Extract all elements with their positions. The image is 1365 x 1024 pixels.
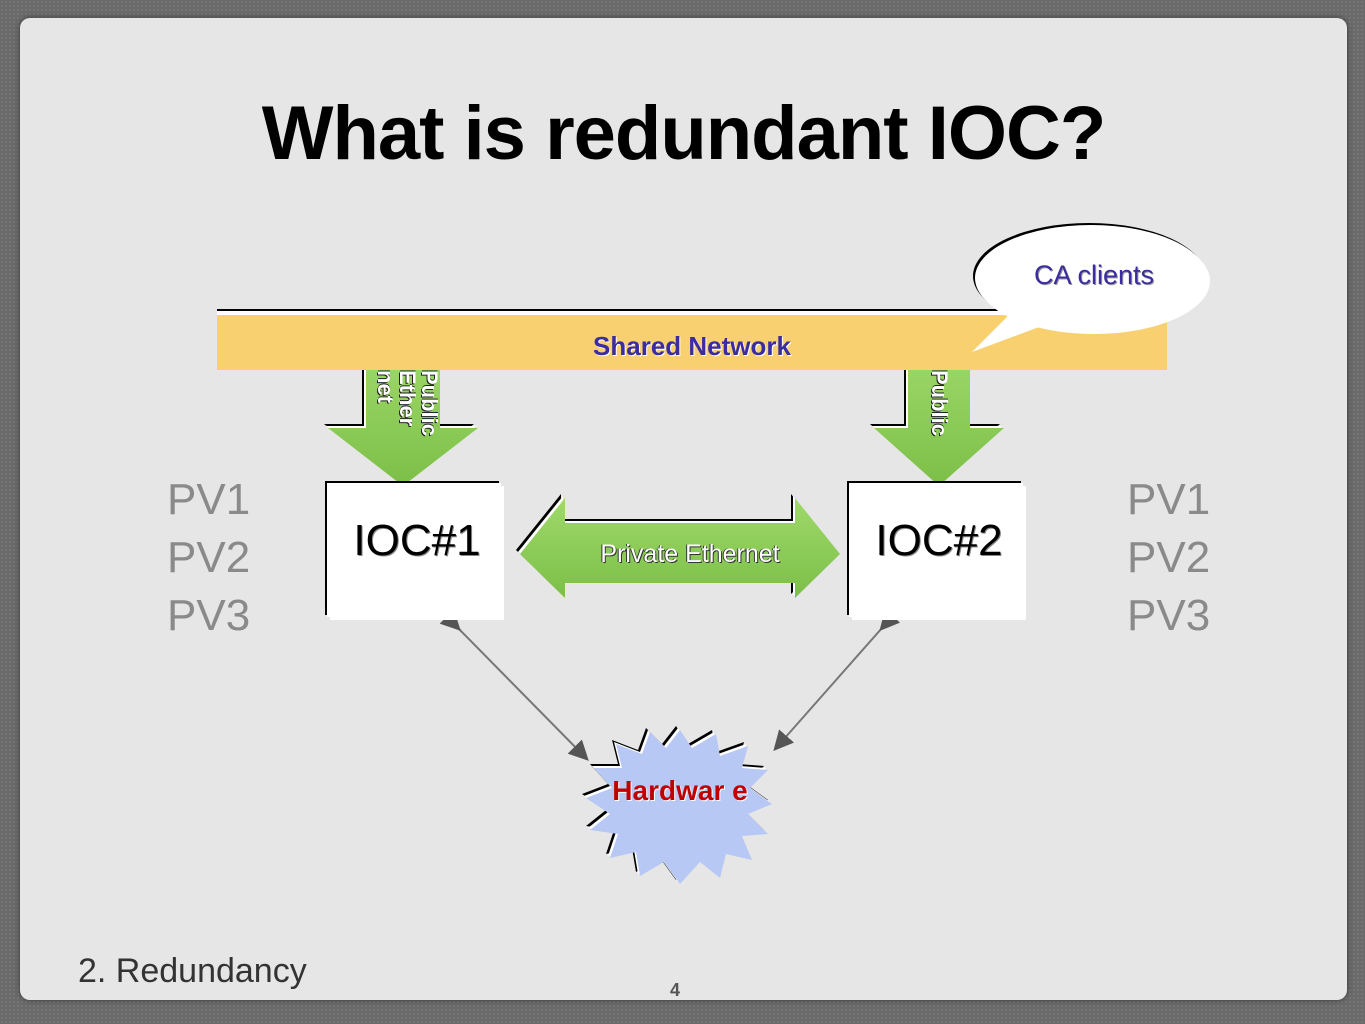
left-pv-3: PV3 — [167, 591, 251, 640]
shared-network-label: Shared Network — [593, 331, 791, 361]
public-ethernet-label-left: Public Ether net — [373, 370, 442, 437]
left-pv-2: PV2 — [167, 533, 251, 582]
hardware-label: Hardwar e — [612, 775, 748, 806]
hardware-burst — [582, 726, 772, 884]
slide: What is redundant IOC? PV1 PV2 PV3 PV1 P… — [20, 18, 1347, 1000]
slide-title: What is redundant IOC? — [261, 91, 1107, 176]
ca-clients-label: CA clients — [1033, 260, 1155, 290]
right-pv-list: PV1 PV2 PV3 — [1127, 471, 1210, 645]
right-pv-1: PV1 — [1127, 475, 1211, 524]
public-arrow-left — [324, 344, 478, 486]
right-pv-2: PV2 — [1127, 533, 1211, 582]
ioc1-label: IOC#1 — [353, 516, 481, 565]
right-pv-3: PV3 — [1127, 591, 1211, 640]
public-arrow-right — [870, 344, 1004, 486]
ioc2-label: IOC#2 — [875, 516, 1003, 565]
bubble-tail-overlay — [972, 306, 1058, 352]
ioc1-box: IOC#1 — [330, 486, 504, 620]
diagram-graphics — [324, 308, 1060, 884]
public-label-right: Public — [927, 370, 952, 437]
left-pv-list: PV1 PV2 PV3 — [167, 471, 250, 645]
private-ethernet-label: Private Ethernet — [600, 540, 780, 568]
ioc2-box: IOC#2 — [852, 486, 1026, 620]
ioc1-hardware-link — [439, 609, 589, 761]
private-ethernet-arrow — [516, 494, 840, 598]
ioc2-hardware-link — [773, 609, 901, 751]
section-footer: 2. Redundancy — [78, 952, 307, 990]
left-pv-1: PV1 — [167, 475, 251, 524]
page-number: 4 — [670, 980, 681, 1000]
